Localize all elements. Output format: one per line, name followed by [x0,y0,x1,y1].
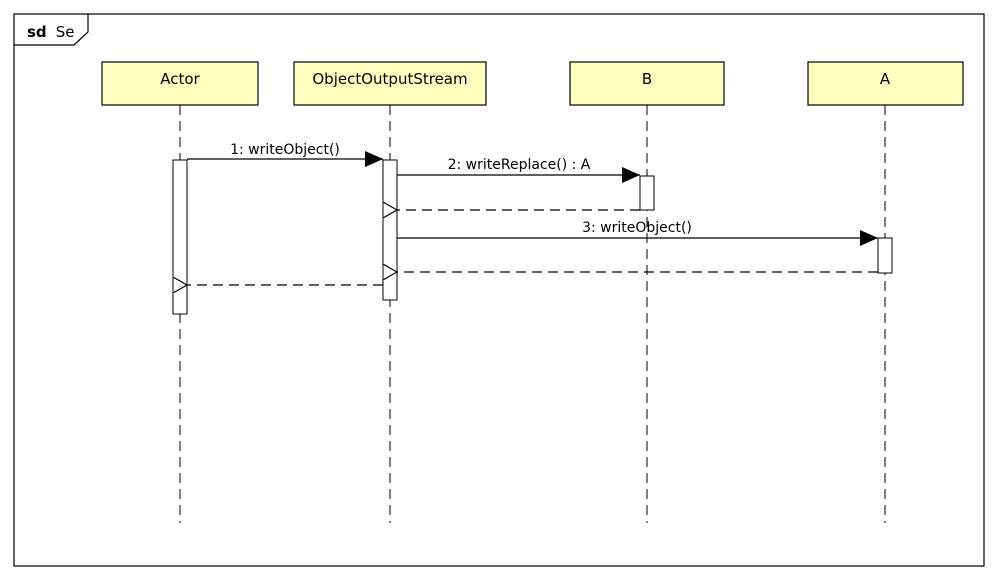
activation-a [877,237,893,274]
activation-b [639,175,655,211]
message-3: 3: writeObject() [397,220,878,246]
message-2: 2: writeReplace() : A [397,157,640,183]
frame-name: Se [56,23,75,41]
participant-a-label: A [880,70,891,88]
message-1: 1: writeObject() [187,142,383,167]
svg-text:sd Se: sd Se [27,22,75,41]
activations [172,159,893,315]
participant-actor-label: Actor [160,70,200,88]
interaction-frame: sd Se [13,13,985,567]
message-1-label: 1: writeObject() [230,142,340,158]
participant-a[interactable]: A [807,61,964,106]
activation-actor [172,159,188,315]
message-2-label: 2: writeReplace() : A [448,157,591,173]
participant-objectoutputstream[interactable]: ObjectOutputStream [293,61,487,106]
participant-b[interactable]: B [569,61,725,106]
participant-objectoutputstream-label: ObjectOutputStream [312,70,467,88]
frame-keyword: sd [27,23,47,41]
participant-actor[interactable]: Actor [101,61,259,106]
participant-b-label: B [642,70,652,88]
activation-objectoutputstream [382,159,398,301]
message-3-label: 3: writeObject() [582,220,692,236]
